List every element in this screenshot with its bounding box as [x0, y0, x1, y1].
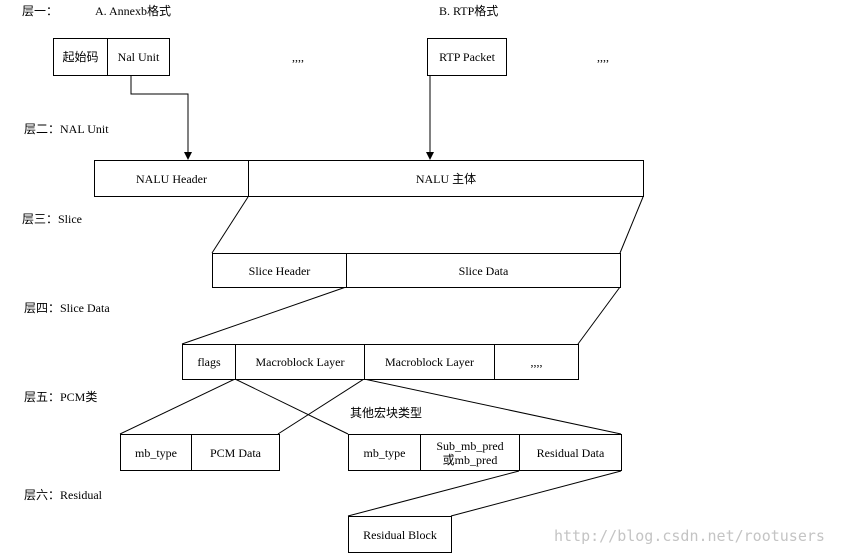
line-mb-to-pcm-left	[119, 378, 236, 435]
residual-block-box: Residual Block	[348, 516, 452, 553]
sub-mb-pred-box: Sub_mb_pred 或mb_pred	[421, 434, 520, 471]
line-slice-data-to-left	[181, 286, 347, 345]
watermark: http://blog.csdn.net/rootusers	[554, 527, 825, 545]
ellipsis-rtp: ,,,,	[597, 50, 609, 64]
sub-mb-pred-label: Sub_mb_pred	[436, 438, 504, 453]
layer-3-label: 层三：Slice	[22, 212, 82, 226]
rtp-format-label: B. RTP格式	[439, 4, 499, 18]
layer-5-label: 层五：PCM类	[24, 390, 98, 404]
pcm-mb-type-box: mb_type	[120, 434, 192, 471]
other-macroblock-types-label: 其他宏块类型	[350, 406, 423, 420]
other-mb-type-box: mb_type	[348, 434, 421, 471]
line-residual-to-block-left	[347, 470, 520, 517]
line-residual-to-block-right	[450, 470, 622, 517]
line-nalu-to-slice-left	[211, 196, 249, 254]
annexb-format-label: A. Annexb格式	[95, 4, 171, 18]
layer-2-label: 层二：NAL Unit	[24, 122, 109, 136]
line-slice-data-to-right	[577, 286, 621, 345]
flags-box: flags	[182, 344, 236, 380]
line-mb-to-other-right	[363, 378, 622, 435]
line-nalu-to-slice-right	[619, 196, 644, 254]
nalu-header-box: NALU Header	[94, 160, 249, 197]
nal-unit-box: Nal Unit	[108, 38, 170, 76]
pcm-data-box: PCM Data	[192, 434, 280, 471]
slice-header-box: Slice Header	[212, 253, 347, 288]
nalu-body-box: NALU 主体	[249, 160, 644, 197]
mb-pred-label: 或mb_pred	[442, 452, 498, 467]
slice-data-box: Slice Data	[347, 253, 621, 288]
macroblock-layer-box-2: Macroblock Layer	[365, 344, 495, 380]
rtp-packet-box: RTP Packet	[427, 38, 507, 76]
macroblock-layer-box-1: Macroblock Layer	[236, 344, 365, 380]
layer-1-label: 层一：	[22, 4, 59, 18]
macroblock-ellipsis-box: ,,,,	[495, 344, 579, 380]
line-mb-to-other-left	[234, 378, 349, 435]
residual-data-box: Residual Data	[520, 434, 622, 471]
line-mb-to-pcm-right	[277, 378, 365, 435]
start-code-box: 起始码	[53, 38, 108, 76]
layer-4-label: 层四：Slice Data	[24, 301, 110, 315]
arrow-nal-unit-to-nalu	[130, 76, 192, 160]
ellipsis-annexb: ,,,,	[292, 50, 304, 64]
layer-6-label: 层六：Residual	[24, 488, 102, 502]
